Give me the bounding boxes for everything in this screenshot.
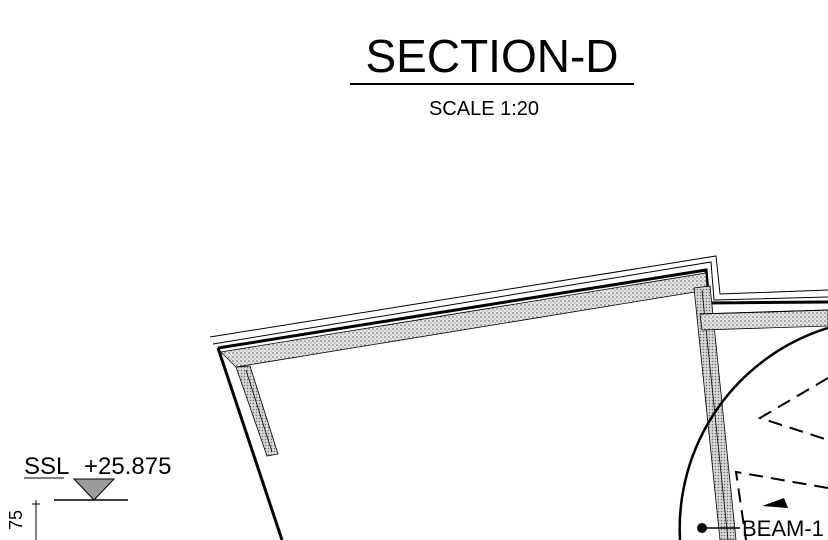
beam-annotation: BEAM-1: [697, 516, 824, 540]
right-slab-line: [699, 309, 828, 315]
title-block: SECTION-D SCALE 1:20: [350, 30, 634, 120]
beam-label: BEAM-1: [742, 516, 824, 540]
detail-callout: [678, 326, 828, 540]
slab-section: [209, 255, 828, 540]
scale-label: SCALE 1:20: [429, 98, 539, 120]
level-triangle-icon: [72, 478, 116, 501]
dimension-fragment: 75: [6, 500, 40, 540]
left-wall-hatch: [235, 365, 279, 457]
detail-circle: [678, 326, 828, 540]
right-column-inner-line: [701, 289, 729, 540]
slab-outer-line-2: [212, 261, 828, 345]
dashed-outline-upper: [757, 377, 828, 441]
dimension-label: 75: [6, 510, 26, 530]
dashed-outline-lower: [734, 470, 828, 540]
left-wall-outer-line: [216, 347, 284, 540]
level-marker: SSL +25.875: [24, 453, 171, 501]
level-prefix: SSL: [24, 453, 69, 480]
level-value: +25.875: [84, 453, 171, 480]
slab-outer-line: [209, 255, 828, 338]
beam-arrow-icon: [762, 498, 788, 508]
left-wall-inner-line: [245, 369, 273, 453]
slab-screed-hatch: [220, 272, 708, 368]
section-title: SECTION-D: [366, 30, 619, 82]
